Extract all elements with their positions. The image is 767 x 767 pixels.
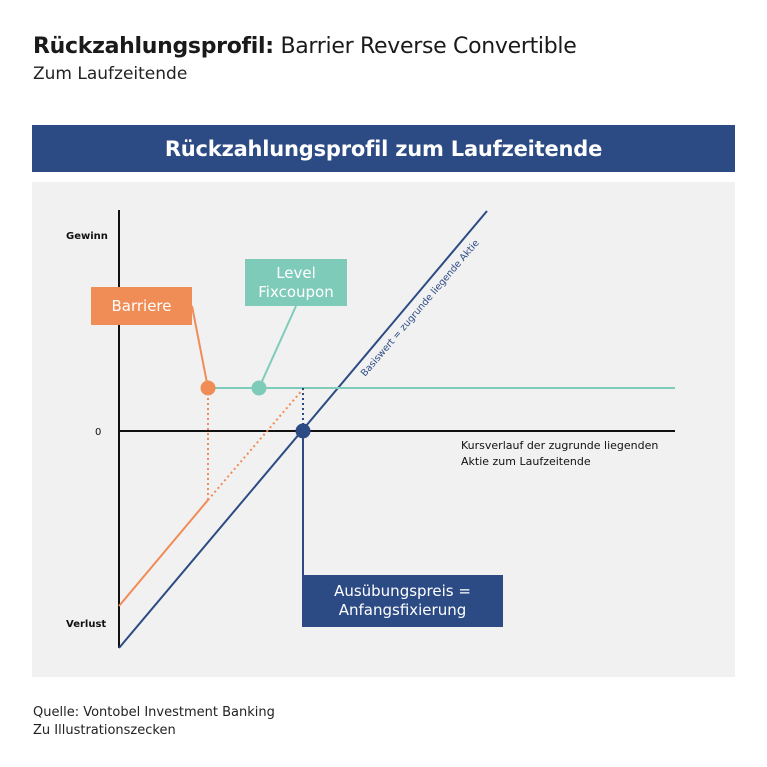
x-axis-label-2: Aktie zum Laufzeitende <box>461 455 591 468</box>
barrier-payoff-line <box>118 499 209 607</box>
page-title-rest: Barrier Reverse Convertible <box>273 34 577 59</box>
strike-callout: Ausübungspreis = Anfangsfixierung <box>302 575 503 627</box>
axis-zero-label: 0 <box>95 427 101 438</box>
page-title: Rückzahlungsprofil: Barrier Reverse Conv… <box>33 34 577 59</box>
barriere-callout: Barriere <box>91 287 192 325</box>
page-subtitle: Zum Laufzeitende <box>33 64 188 84</box>
source-note: Quelle: Vontobel Investment Banking Zu I… <box>33 704 275 740</box>
banner-label: Rückzahlungsprofil zum Laufzeitende <box>164 136 603 161</box>
coupon-marker <box>251 380 267 396</box>
level-label-1: Level <box>276 263 316 282</box>
strike-label-2: Anfangsfixierung <box>338 601 467 619</box>
level-label-2: Fixcoupon <box>258 282 334 301</box>
strike-marker <box>295 423 311 439</box>
barrier-marker <box>200 380 216 396</box>
x-axis-label-1: Kursverlauf der zugrunde liegenden <box>461 439 658 452</box>
barrier-callout-line <box>191 305 209 389</box>
level-callout-line <box>258 305 297 389</box>
page-title-bold: Rückzahlungsprofil: <box>33 34 274 59</box>
level-fixcoupon-callout: Level Fixcoupon <box>245 259 347 306</box>
axis-loss-label: Verlust <box>66 619 106 630</box>
source-line: Quelle: Vontobel Investment Banking <box>33 705 275 720</box>
barriere-label: Barriere <box>111 296 172 315</box>
underlying-line-label: Basiswert = zugrunde liegende Aktie <box>359 238 482 379</box>
strike-label-1: Ausübungspreis = <box>334 582 471 600</box>
illustration-note: Zu Illustrationszecken <box>33 723 176 738</box>
axis-gain-label: Gewinn <box>66 231 108 242</box>
chart-banner: Rückzahlungsprofil zum Laufzeitende <box>32 125 735 172</box>
